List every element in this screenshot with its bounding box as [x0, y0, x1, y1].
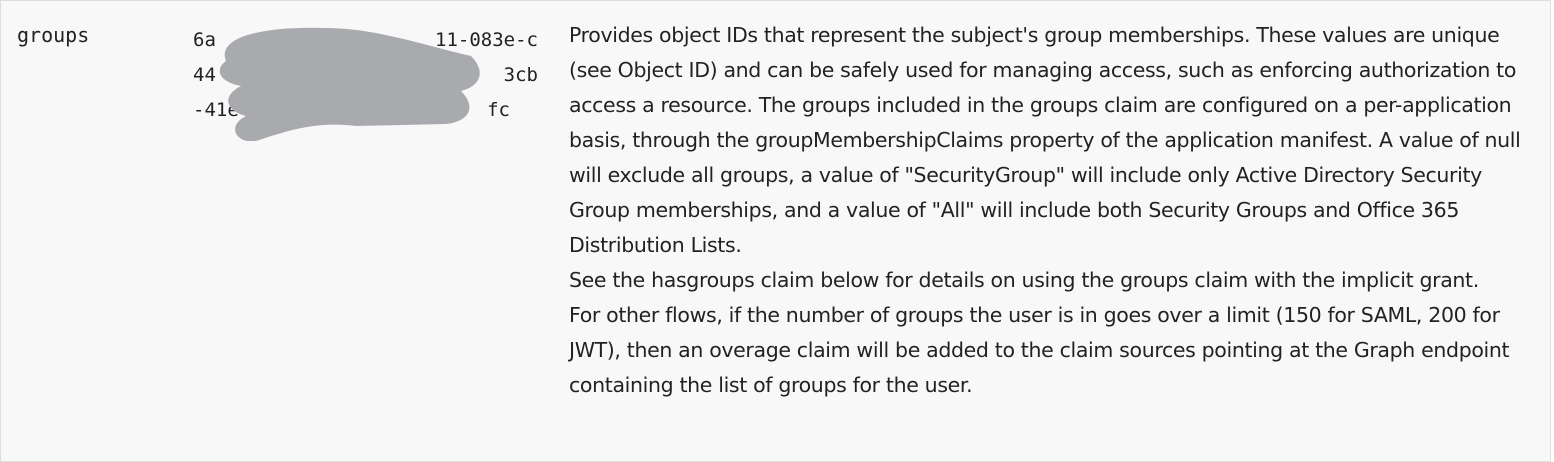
redaction-scribble [219, 27, 480, 141]
value-line: -41e fc [193, 93, 538, 128]
value-line: 6a 11-083e-c [193, 23, 538, 58]
value-line-end: 3cb [503, 64, 538, 86]
claim-name: groups [17, 23, 90, 47]
description-paragraph: Provides object IDs that represent the s… [569, 23, 1521, 257]
description-paragraph: See the hasgroups claim below for detail… [569, 268, 1479, 292]
claim-description: Provides object IDs that represent the s… [569, 18, 1544, 403]
value-line-start: 6a [193, 29, 216, 51]
claim-value: 6a 11-083e-c 44 3cb -41e fc [193, 23, 538, 128]
value-line-end: 11-083e-c [435, 29, 538, 51]
value-line-end: fc [487, 99, 510, 121]
value-line-start: -41e [193, 99, 239, 121]
value-line: 44 3cb [193, 58, 538, 93]
value-line-start: 44 [193, 64, 216, 86]
description-paragraph: For other flows, if the number of groups… [569, 303, 1510, 397]
